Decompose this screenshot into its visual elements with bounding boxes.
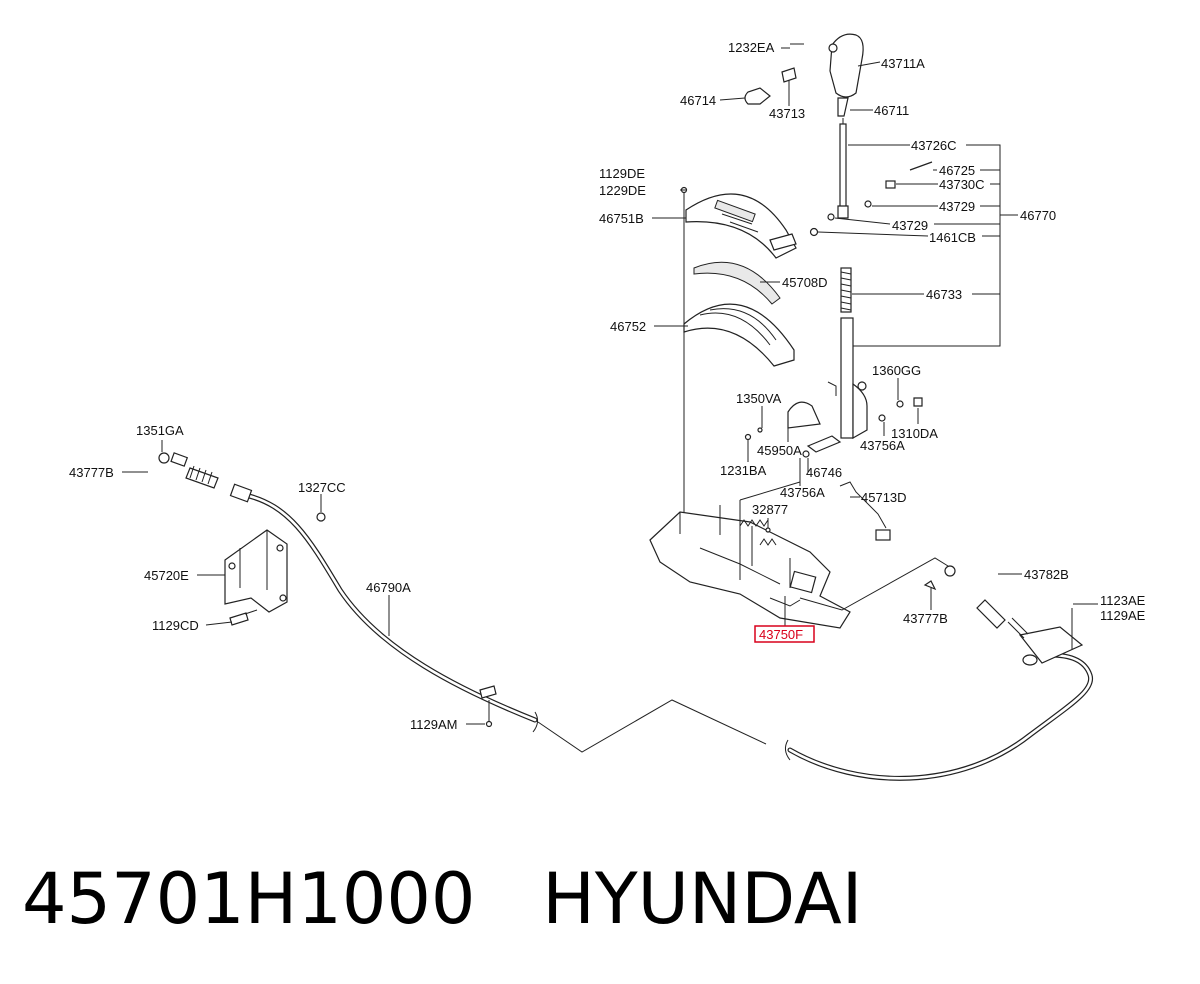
cable-bracket xyxy=(224,529,288,626)
callout-1231ba: 1231BA xyxy=(720,463,767,478)
callout-1351ga: 1351GA xyxy=(136,423,184,438)
callout-43750f-highlighted: 43750F xyxy=(759,627,803,642)
shift-lever xyxy=(744,317,923,458)
callout-46790a: 46790A xyxy=(366,580,411,595)
callout-43782b: 43782B xyxy=(1024,567,1069,582)
callout-1129ae: 1129AE xyxy=(1100,608,1146,623)
callout-46714: 46714 xyxy=(680,93,716,108)
detent-spring xyxy=(839,481,887,529)
callout-1232ea: 1232EA xyxy=(728,40,775,55)
slide-plate xyxy=(693,261,781,305)
callout-43713: 43713 xyxy=(769,106,805,121)
callout-43756a-lower: 43756A xyxy=(780,485,825,500)
callout-1461cb: 1461CB xyxy=(929,230,976,245)
callout-46733: 46733 xyxy=(926,287,962,302)
callout-43777b-left: 43777B xyxy=(69,465,114,480)
callout-1229de: 1229DE xyxy=(599,183,646,198)
shift-lever-base xyxy=(649,505,851,629)
cable-clip xyxy=(479,685,497,699)
callout-1123ae: 1123AE xyxy=(1100,593,1146,608)
callout-labels: 1232EA 43711A 46714 43713 46711 43726C 4… xyxy=(69,40,1146,732)
callout-46725: 46725 xyxy=(939,163,975,178)
spring xyxy=(840,267,852,313)
callout-45950a: 45950A xyxy=(757,443,802,458)
highlight-box xyxy=(754,625,815,643)
callout-46770: 46770 xyxy=(1020,208,1056,223)
callout-43729-lower: 43729 xyxy=(892,218,928,233)
callout-1360gg: 1360GG xyxy=(872,363,921,378)
callout-45713d: 45713D xyxy=(861,490,907,505)
indicator-cover xyxy=(685,193,797,259)
callout-32877: 32877 xyxy=(752,502,788,517)
callout-43729-upper: 43729 xyxy=(939,199,975,214)
callout-46752: 46752 xyxy=(610,319,646,334)
callout-1310da: 1310DA xyxy=(891,426,938,441)
callout-1129am: 1129AM xyxy=(410,717,457,732)
callout-45720e: 45720E xyxy=(144,568,189,583)
callout-43711a: 43711A xyxy=(881,56,925,71)
callout-46751b: 46751B xyxy=(599,211,644,226)
part-number: 45701H1000 xyxy=(22,858,476,940)
callout-45708d: 45708D xyxy=(782,275,828,290)
callout-43726c: 43726C xyxy=(911,138,957,153)
part-caption: 45701H1000 HYUNDAI xyxy=(22,858,862,940)
lower-cover xyxy=(683,303,795,367)
callout-46711: 46711 xyxy=(874,103,909,118)
brand-name: HYUNDAI xyxy=(542,858,863,940)
callout-43777b-right: 43777B xyxy=(903,611,948,626)
cable-end-right xyxy=(923,565,1084,666)
callout-1350va: 1350VA xyxy=(736,391,782,406)
shift-cable xyxy=(158,452,1094,781)
callout-43756a-upper: 43756A xyxy=(860,438,905,453)
shift-knob-assembly xyxy=(744,33,933,237)
callout-1129cd: 1129CD xyxy=(152,618,199,633)
leader-lines xyxy=(122,47,1098,725)
nut-1327cc xyxy=(316,512,326,522)
callout-46746: 46746 xyxy=(806,465,842,480)
callout-1129de: 1129DE xyxy=(599,166,645,181)
cable-end-left xyxy=(158,452,253,503)
callout-43730c: 43730C xyxy=(939,177,985,192)
callout-1327cc: 1327CC xyxy=(298,480,346,495)
detent-roller xyxy=(875,529,891,541)
